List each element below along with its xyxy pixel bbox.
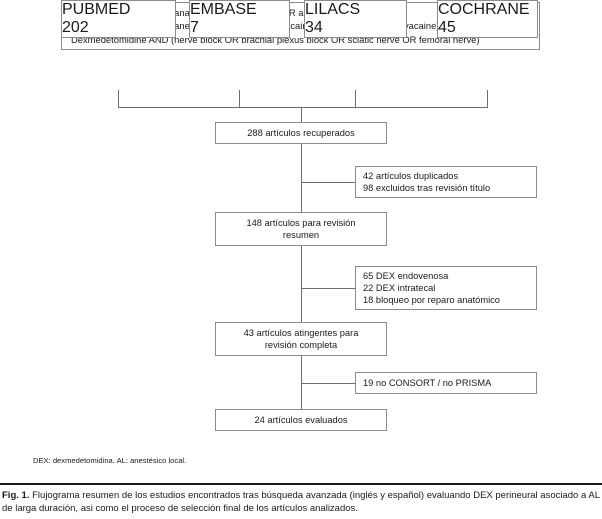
database-box-cochrane: COCHRANE 45 xyxy=(437,0,538,38)
exclusion-2-line-1: 65 DEX endovenosa xyxy=(363,270,449,281)
exclusion-box-after-title: 42 artículos duplicados 98 excluidos tra… xyxy=(355,166,537,198)
connector-branch-exclusion-2 xyxy=(301,288,356,289)
exclusion-3-line-1: 19 no CONSORT / no PRISMA xyxy=(363,377,492,388)
database-name-embase: EMBASE xyxy=(190,1,257,18)
stage-box-retrieved: 288 artículos recuperados xyxy=(215,122,387,144)
database-box-pubmed: PUBMED 202 xyxy=(61,0,176,38)
exclusion-2-line-3: 18 bloqueo por reparo anatómico xyxy=(363,295,500,306)
database-name-lilacs: LILACS xyxy=(305,1,361,18)
stage-abstract-line-2: resumen xyxy=(282,230,320,240)
database-count-pubmed: 202 xyxy=(62,19,89,36)
connector-pubmed-stem xyxy=(118,90,119,107)
connector-branch-exclusion-3 xyxy=(301,383,356,384)
figure-caption: Fig. 1. Flujograma resumen de los estudi… xyxy=(2,489,600,515)
stage-evaluated-line-1: 24 artículos evaluados xyxy=(254,414,348,425)
stage-abstract-line-1: 148 artículos para revisión xyxy=(246,217,356,228)
exclusion-1-line-1: 42 artículos duplicados xyxy=(363,170,459,181)
caption-divider xyxy=(0,483,602,485)
database-count-cochrane: 45 xyxy=(438,19,456,36)
connector-branch-exclusion-1 xyxy=(301,182,356,183)
database-name-cochrane: COCHRANE xyxy=(438,1,530,18)
connector-spine-1 xyxy=(301,144,302,213)
stage-box-abstract-review: 148 artículos para revisión resumen xyxy=(215,212,387,246)
exclusion-2-line-2: 22 DEX intratecal xyxy=(363,282,436,293)
connector-bus-to-retrieved xyxy=(301,107,302,123)
abbreviation-footnote: DEX: dexmedetomidina. AL: anestésico loc… xyxy=(33,456,187,465)
connector-lilacs-stem xyxy=(355,90,356,107)
exclusion-box-after-abstract: 65 DEX endovenosa 22 DEX intratecal 18 b… xyxy=(355,266,537,310)
exclusion-1-line-2: 98 excluidos tras revisión título xyxy=(363,183,491,193)
database-count-embase: 7 xyxy=(190,19,199,36)
stage-full-line-1: 43 artículos atingentes para xyxy=(243,327,359,338)
connector-embase-stem xyxy=(239,90,240,107)
query-line-3: Dexmedetomidine AND (nerve block OR brac… xyxy=(71,33,480,45)
database-name-pubmed: PUBMED xyxy=(62,1,131,18)
stage-full-line-2: revisión completa xyxy=(264,340,338,350)
database-box-lilacs: LILACS 34 xyxy=(304,0,407,38)
database-box-embase: EMBASE 7 xyxy=(189,0,290,38)
stage-retrieved-line-1: 288 artículos recuperados xyxy=(247,127,355,138)
stage-box-evaluated: 24 artículos evaluados xyxy=(215,409,387,431)
exclusion-box-after-full: 19 no CONSORT / no PRISMA xyxy=(355,372,537,394)
figure-caption-text: Flujograma resumen de los estudios encon… xyxy=(2,490,600,514)
connector-database-bus xyxy=(118,107,488,108)
connector-cochrane-stem xyxy=(487,90,488,107)
figure-label: Fig. 1. xyxy=(2,490,30,501)
connector-spine-2 xyxy=(301,246,302,323)
stage-box-full-review: 43 artículos atingentes para revisión co… xyxy=(215,322,387,356)
database-count-lilacs: 34 xyxy=(305,19,323,36)
